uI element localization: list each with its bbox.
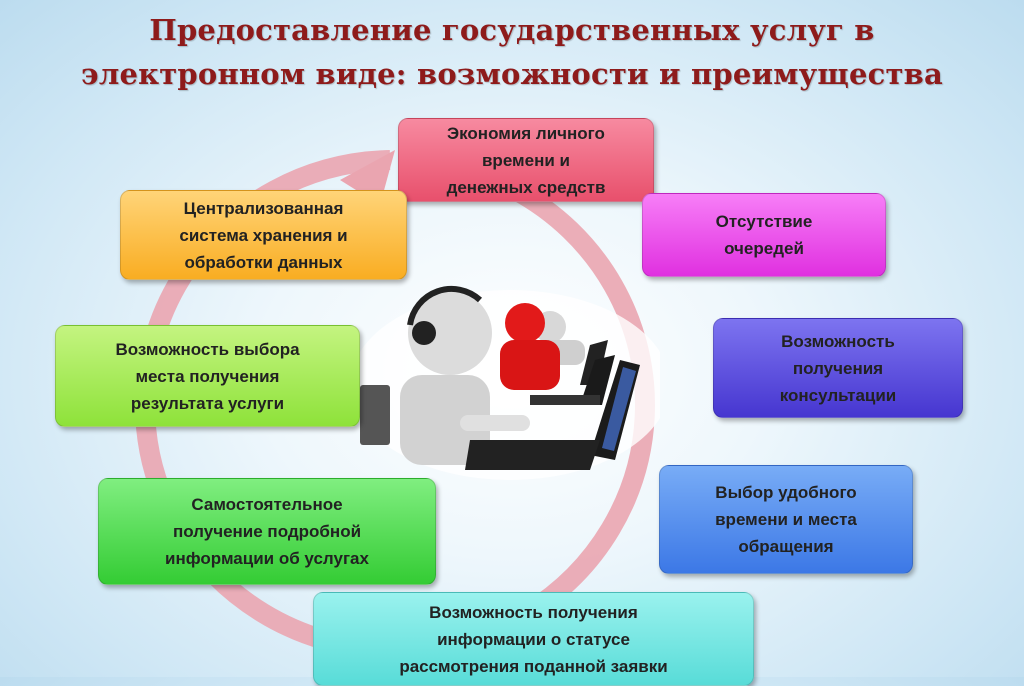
benefit-text-line: Централизованная	[183, 198, 344, 218]
benefit-text-line: Самостоятельное	[191, 495, 343, 514]
benefit-text-line: получения	[792, 358, 884, 378]
benefit-text-line: времени и	[481, 150, 570, 170]
benefit-text-line: денежных средств	[446, 177, 606, 197]
operators-at-laptops-illustration	[350, 285, 660, 480]
benefit-text-line: получение подробной	[172, 522, 362, 541]
benefit-text-line: Возможность получения	[429, 602, 638, 622]
benefit-text-line: обработки данных	[184, 252, 343, 272]
benefit-box-application-status: Возможность получения информации о статус…	[313, 592, 754, 686]
title-line-1: Предоставление государственных услуг в	[149, 13, 875, 47]
benefit-box-time-money-savings: Экономия личного времени и денежных средст…	[398, 118, 654, 202]
benefit-box-choose-time-place: Выбор удобного времени и места обращения	[659, 465, 913, 574]
benefit-text-line: Экономия личного	[447, 123, 605, 143]
benefit-box-no-queues: Отсутствие очередей	[642, 193, 886, 277]
benefit-box-consultation: Возможность получения консультации	[713, 318, 963, 418]
benefit-text-line: времени и места	[715, 510, 857, 529]
benefit-text-line: результата услуги	[130, 393, 285, 413]
benefit-text-line: обращения	[738, 537, 834, 556]
benefit-box-service-information: Самостоятельное получение подробной информ…	[98, 478, 436, 585]
benefit-text-line: Возможность выбора	[115, 339, 300, 359]
benefit-text-line: консультации	[779, 385, 897, 405]
benefit-text-line: система хранения и	[179, 225, 348, 245]
benefit-text-line: очередей	[724, 239, 804, 258]
title-line-2: электронном виде: возможности и преимуще…	[80, 57, 944, 91]
benefit-box-result-location: Возможность выбора места получения результ…	[55, 325, 360, 427]
benefit-text-line: места получения	[135, 366, 280, 386]
benefit-box-centralized-data: Централизованная система хранения и обрабо…	[120, 190, 407, 280]
benefit-text-line: Возможность	[781, 331, 895, 351]
page-title: Предоставление государственных услуг в э…	[0, 8, 1024, 96]
benefit-text-line: Выбор удобного	[715, 483, 857, 502]
benefit-text-line: информации о статусе	[437, 629, 630, 649]
benefit-text-line: рассмотрения поданной заявки	[399, 656, 668, 676]
benefit-text-line: информации об услугах	[165, 549, 369, 568]
benefit-text-line: Отсутствие	[715, 212, 813, 231]
